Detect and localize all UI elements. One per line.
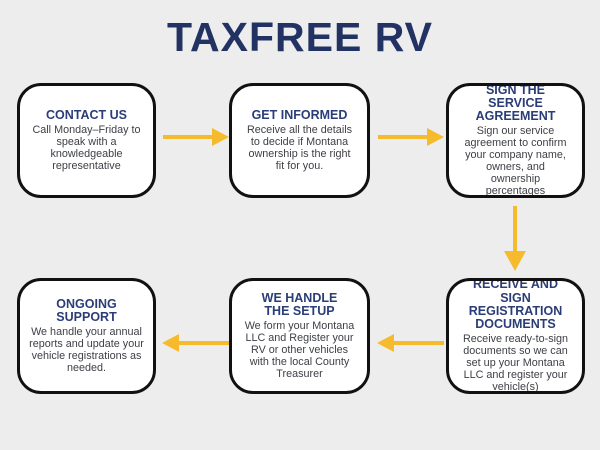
step-heading: GET INFORMED xyxy=(251,107,348,122)
step-heading: WE HANDLE THE SETUP xyxy=(261,290,338,318)
step-box-we-handle-the-setup: WE HANDLE THE SETUP We form your Montana… xyxy=(229,278,370,394)
step-box-ongoing-support: ONGOING SUPPORT We handle your annual re… xyxy=(17,278,156,394)
step-body: Receive all the details to decide if Mon… xyxy=(246,123,353,172)
right-arrow-icon xyxy=(163,128,229,146)
left-arrow-icon xyxy=(162,334,229,352)
step-heading: SIGN THE SERVICE AGREEMENT xyxy=(475,83,556,123)
left-arrow-icon xyxy=(377,334,444,352)
step-heading: RECEIVE AND SIGN REGISTRATION DOCUMENTS xyxy=(468,278,563,332)
step-box-sign-the-service-agreement: SIGN THE SERVICE AGREEMENT Sign our serv… xyxy=(446,83,585,198)
down-arrow-icon xyxy=(504,206,526,271)
step-heading: ONGOING SUPPORT xyxy=(56,296,117,324)
step-box-receive-and-sign-registration-documents: RECEIVE AND SIGN REGISTRATION DOCUMENTS … xyxy=(446,278,585,394)
step-body: Sign our service agreement to confirm yo… xyxy=(464,125,567,197)
step-heading: CONTACT US xyxy=(45,107,127,122)
step-body: Receive ready-to-sign documents so we ca… xyxy=(462,333,569,393)
step-box-get-informed: GET INFORMED Receive all the details to … xyxy=(229,83,370,198)
step-body: We handle your annual reports and update… xyxy=(29,326,144,374)
step-body: We form your Montana LLC and Register yo… xyxy=(244,320,355,380)
page-title: TAXFREE RV xyxy=(167,14,433,60)
right-arrow-icon xyxy=(378,128,444,146)
step-box-contact-us: CONTACT US Call Monday–Friday to speak w… xyxy=(17,83,156,198)
step-body: Call Monday–Friday to speak with a knowl… xyxy=(32,123,141,172)
